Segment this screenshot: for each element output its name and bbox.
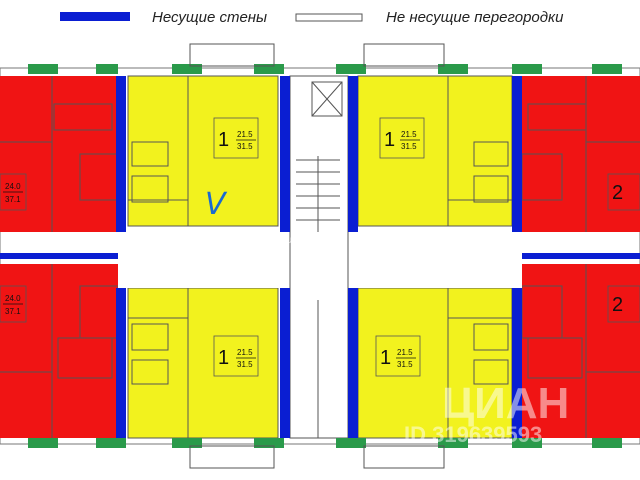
- label-red-right-top: 2: [607, 173, 640, 211]
- legend-partition-swatch: [295, 13, 363, 22]
- load-bearing-walls: [0, 76, 640, 438]
- cian-logo-text: ЦИАН: [442, 379, 569, 428]
- balconies: [189, 43, 445, 469]
- yellow-partitions: [128, 76, 512, 438]
- total-area-bottom-left: 31.5: [237, 360, 253, 369]
- living-area-top-left: 21.5: [237, 130, 253, 139]
- rooms-bottom-right: 1: [380, 347, 391, 369]
- living-area-red-left-top: 24.0: [5, 182, 21, 191]
- stairs: [296, 81, 343, 438]
- rooms-top-right: 1: [384, 129, 395, 151]
- living-area-red-left-bottom: 24.0: [5, 294, 21, 303]
- windows: [28, 64, 622, 448]
- label-red-left-top: 24.0 37.1: [0, 173, 27, 211]
- total-area-top-left: 31.5: [237, 142, 253, 151]
- rooms-top-left: 1: [218, 129, 229, 151]
- stairwell: [289, 75, 349, 439]
- red-apartment-right-bottom: [522, 264, 640, 438]
- legend-partition-label: Не несущие перегородки: [386, 9, 564, 26]
- living-area-bottom-left: 21.5: [237, 348, 253, 357]
- label-top-right: 1 21.5 31.5: [379, 117, 425, 159]
- rooms-red-right-bottom: 2: [612, 294, 623, 316]
- label-bottom-right: 1 21.5 31.5: [375, 335, 421, 377]
- apartment-bottom-right: [357, 287, 513, 439]
- watermark-left: abp1.ru: [92, 235, 126, 246]
- living-area-bottom-right: 21.5: [397, 348, 413, 357]
- legend-load-bearing-swatch: [60, 12, 130, 21]
- label-top-left: 1 21.5 31.5: [213, 117, 259, 159]
- label-bottom-left: 1 21.5 31.5: [213, 335, 259, 377]
- apartment-bottom-left: [127, 287, 279, 439]
- handwritten-check-mark: V: [205, 187, 228, 222]
- total-area-red-left-bottom: 37.1: [5, 307, 21, 316]
- total-area-bottom-right: 31.5: [397, 360, 413, 369]
- watermark-center-left: abp1.ru: [258, 235, 292, 246]
- watermark-right: abp1.ru: [588, 235, 622, 246]
- total-area-top-right: 31.5: [401, 142, 417, 151]
- total-area-red-left-top: 37.1: [5, 195, 21, 204]
- label-red-right-bottom: 2: [607, 285, 640, 323]
- legend-load-bearing-label: Несущие стены: [152, 9, 267, 26]
- apartment-top-right: [357, 75, 513, 227]
- living-area-top-right: 21.5: [401, 130, 417, 139]
- listing-id: ID 319639593: [404, 422, 542, 447]
- apartment-top-left: [127, 75, 279, 227]
- rooms-bottom-left: 1: [218, 347, 229, 369]
- rooms-red-right-top: 2: [612, 182, 623, 204]
- watermark-row: abp1.ru abp1.ru apb1.ru abp1.ru abp1.ru: [92, 235, 622, 246]
- label-red-left-bottom: 24.0 37.1: [0, 285, 27, 323]
- watermark-center-right: abp1.ru: [420, 235, 454, 246]
- watermark-center: apb1.ru: [298, 235, 332, 246]
